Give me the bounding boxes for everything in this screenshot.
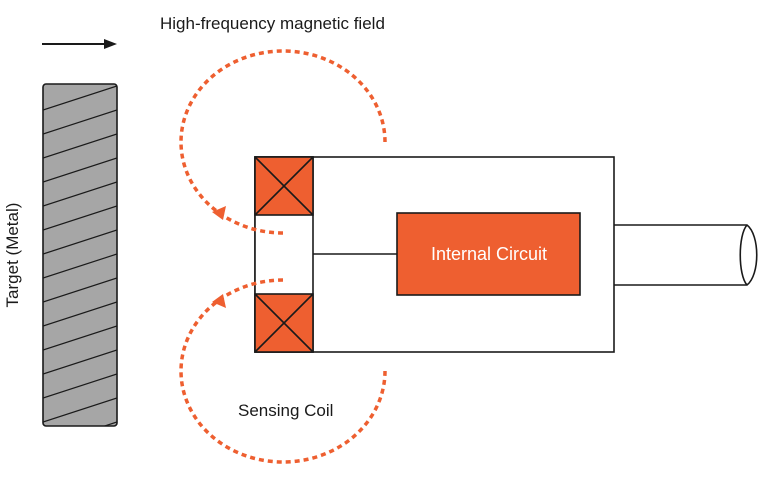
circuit-label: Internal Circuit xyxy=(431,244,547,264)
triangle-arrowhead-icon xyxy=(212,294,226,308)
x-cross-icon xyxy=(254,293,314,353)
hatch-lines xyxy=(43,85,117,426)
field-label: High-frequency magnetic field xyxy=(160,14,385,33)
triangle-arrowhead-icon xyxy=(212,206,226,220)
target-metal-plate xyxy=(42,83,118,427)
field-loop-upper xyxy=(179,49,387,235)
coil-winding-lower xyxy=(254,293,314,353)
internal-circuit-block: Internal Circuit xyxy=(396,212,581,296)
sensor-cable xyxy=(614,224,758,286)
arrow-right-icon xyxy=(42,39,117,49)
coil-label: Sensing Coil xyxy=(238,401,333,420)
x-cross-icon xyxy=(254,156,314,216)
target-label: Target (Metal) xyxy=(3,203,22,308)
field-loop-lower xyxy=(179,278,387,464)
coil-winding-upper xyxy=(254,156,314,216)
